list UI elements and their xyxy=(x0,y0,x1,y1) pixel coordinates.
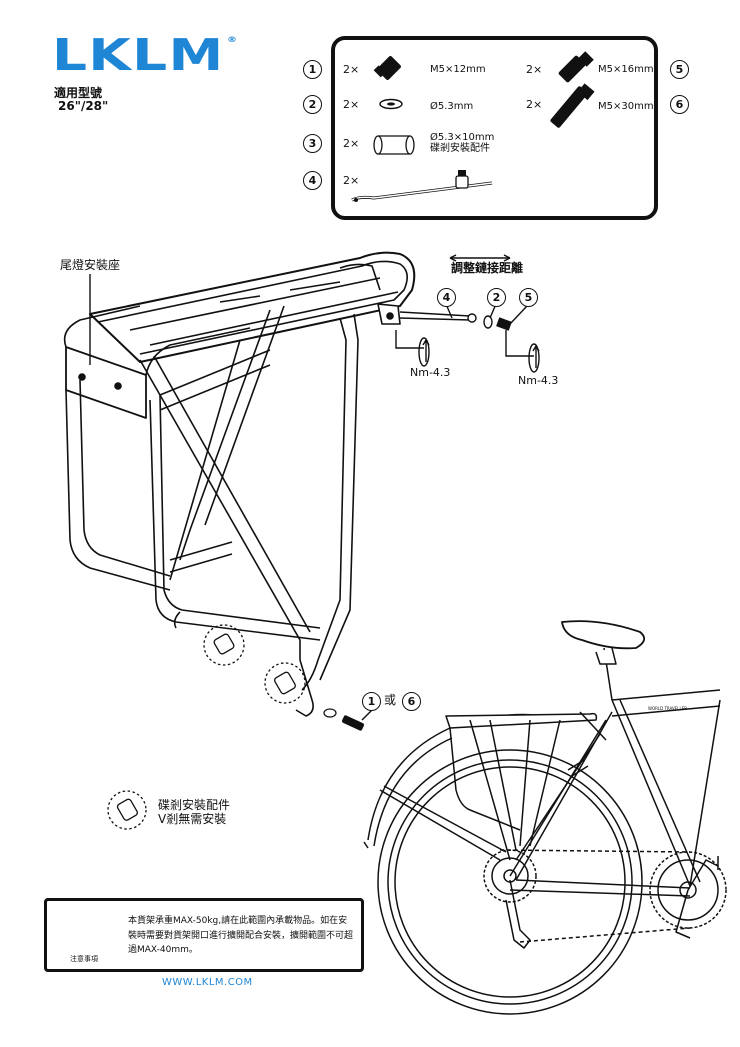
disc-note-line2: V剎無需安裝 xyxy=(158,812,227,826)
adjustable-strut-icon xyxy=(351,170,493,202)
spacer-icon xyxy=(373,135,415,155)
compatibility-sizes: 26"/28" xyxy=(58,99,109,113)
brand-logo: LKLM® xyxy=(52,34,239,78)
part-number-1: 1 xyxy=(303,60,322,79)
bike-frame-text: WORLD TRAVELLER xyxy=(648,706,687,711)
disc-note-line1: 碟剎安裝配件 xyxy=(158,798,231,812)
bolt-icon xyxy=(373,56,401,80)
adjust-distance-label: 調整鏈接距離 xyxy=(451,261,524,275)
part-qty-3: 2× xyxy=(343,137,360,150)
part-desc-2: Ø5.3mm xyxy=(430,101,474,112)
part-qty-2: 2× xyxy=(343,98,360,111)
disc-spacer-highlight xyxy=(264,662,306,704)
part-number-3: 3 xyxy=(303,134,322,153)
warning-text: 本貨架承重MAX-50kg,請在此範圍內承載物品。如在安裝時需要對貨架開口進行擴… xyxy=(128,916,354,955)
callout-1: 1 xyxy=(362,692,381,711)
washer-icon xyxy=(323,708,337,718)
part-qty-1: 2× xyxy=(343,63,360,76)
disc-spacer-highlight xyxy=(203,624,245,666)
strut-assembly xyxy=(89,254,540,721)
torque-label-2: Nm-4.3 xyxy=(518,374,559,387)
part-desc-3a: Ø5.3×10mm xyxy=(430,132,495,143)
part-number-2: 2 xyxy=(303,95,322,114)
part-desc-1: M5×12mm xyxy=(430,64,486,75)
callout-4: 4 xyxy=(437,288,456,307)
bolt-icon xyxy=(341,715,365,731)
part-desc-6: M5×30mm xyxy=(598,101,654,112)
torque-label-1: Nm-4.3 xyxy=(410,366,451,379)
part-qty-6: 2× xyxy=(526,98,543,111)
part-number-5: 5 xyxy=(670,60,689,79)
warning-caption: 注意事項 xyxy=(70,955,98,963)
disc-spacer-highlight xyxy=(107,790,147,830)
callout-5: 5 xyxy=(519,288,538,307)
website-link[interactable]: WWW.LKLM.COM xyxy=(162,977,253,988)
logo-text: LKLM xyxy=(52,30,225,81)
washer-icon xyxy=(379,98,403,110)
spacer-icon xyxy=(213,633,296,695)
bicycle-drawing xyxy=(363,620,727,1015)
compatibility-title: 適用型號 xyxy=(54,86,103,100)
long-bolt-icon xyxy=(550,83,595,128)
part-desc-3b: 碟剎安裝配件 xyxy=(430,143,490,154)
bolt-icon xyxy=(558,51,594,83)
rear-rack-drawing xyxy=(63,251,416,717)
parts-list-box xyxy=(331,36,658,220)
part-qty-4: 2× xyxy=(343,174,360,187)
part-number-6: 6 xyxy=(670,95,689,114)
callout-2: 2 xyxy=(487,288,506,307)
callout-or: 或 xyxy=(384,693,397,707)
part-desc-5: M5×16mm xyxy=(598,64,654,75)
registered-mark: ® xyxy=(226,35,239,44)
taillight-mount-label: 尾燈安裝座 xyxy=(60,258,121,272)
warning-box xyxy=(44,898,364,972)
part-qty-5: 2× xyxy=(526,63,543,76)
callout-6: 6 xyxy=(402,692,421,711)
part-number-4: 4 xyxy=(303,171,322,190)
spacer-icon xyxy=(116,798,138,821)
